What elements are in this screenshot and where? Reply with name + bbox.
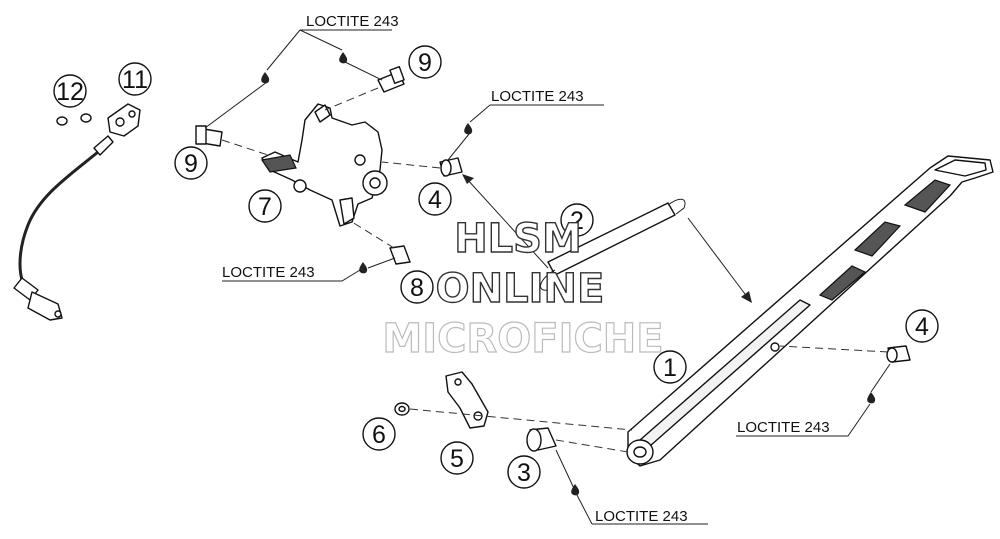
watermark-line-2: ONLINE — [436, 266, 605, 312]
svg-text:1: 1 — [663, 354, 677, 382]
arrow-head-down — [741, 291, 752, 303]
loctite-drop-2 — [261, 72, 270, 84]
svg-text:2: 2 — [570, 207, 584, 235]
part-number-3: 3 — [507, 455, 541, 489]
svg-text:7: 7 — [258, 193, 272, 221]
screw-9-right-line — [324, 87, 379, 111]
loctite-drop-4 — [359, 262, 368, 274]
svg-text:8: 8 — [410, 274, 424, 302]
drop-3-leader — [447, 133, 470, 161]
bolt-4-lower-line — [779, 345, 889, 353]
screw-6-line — [409, 408, 633, 431]
callout-3-leader — [222, 269, 361, 282]
svg-text:9: 9 — [184, 150, 198, 178]
bolt-part-4-upper — [439, 157, 463, 177]
part-number-4-lower: 4 — [905, 309, 939, 343]
loctite-label-4: LOCTITE 243 — [737, 419, 830, 436]
loctite-drop-1 — [339, 52, 348, 64]
watermark-line-1: HLSM — [454, 216, 582, 262]
bolt-part-4-lower — [886, 345, 911, 363]
bolt-part-8 — [389, 245, 411, 265]
screw-part-9-left — [195, 125, 223, 147]
part-number-7: 7 — [248, 189, 282, 223]
loctite-label-2: LOCTITE 243 — [491, 88, 584, 105]
spring-arrow-down — [687, 217, 749, 299]
part-number-6: 6 — [362, 417, 396, 451]
drop-4-leader — [367, 257, 396, 269]
stand-bracket-part — [260, 103, 388, 227]
loctite-drop-3 — [464, 123, 473, 135]
part-number-8: 8 — [400, 270, 434, 304]
svg-text:4: 4 — [428, 186, 442, 214]
svg-text:5: 5 — [450, 445, 464, 473]
part-number-11: 11 — [118, 62, 152, 96]
svg-text:3: 3 — [517, 459, 531, 487]
svg-text:9: 9 — [418, 49, 432, 77]
part-number-5: 5 — [440, 441, 474, 475]
bolt-4-upper-line — [381, 161, 441, 169]
screw-part-6 — [394, 402, 410, 416]
bolt-8-line — [351, 221, 395, 249]
callout-4-leader — [736, 403, 871, 437]
svg-text:4: 4 — [915, 313, 929, 341]
part-number-12: 12 — [53, 74, 87, 108]
loctite-drop-5 — [867, 392, 876, 404]
loctite-label-3: LOCTITE 243 — [222, 264, 315, 281]
part-number-4-upper: 4 — [418, 182, 452, 216]
drop-1-leader — [344, 61, 383, 81]
drop-2-leader — [204, 81, 268, 129]
loctite-label-5: LOCTITE 243 — [595, 508, 688, 525]
svg-text:6: 6 — [372, 421, 386, 449]
svg-text:12: 12 — [56, 78, 84, 106]
pin-part-3 — [526, 427, 557, 452]
drop-5-leader — [870, 363, 891, 393]
loctite-label-1: LOCTITE 243 — [306, 13, 399, 30]
screw-part-9-right — [377, 66, 405, 93]
side-stand-part — [626, 155, 994, 467]
part-number-2: 2 — [560, 203, 594, 237]
watermark-line-3: MICROFICHE — [382, 316, 663, 362]
screw-9-left-line — [221, 139, 269, 156]
plate-part-5 — [445, 371, 489, 429]
spring-arrow-up — [465, 177, 549, 269]
side-stand-sensor-part — [13, 103, 141, 321]
arrow-head-up — [462, 174, 474, 184]
part-number-9-left: 9 — [174, 146, 208, 180]
part-number-9-right: 9 — [408, 45, 442, 79]
callout-5-leader — [555, 449, 708, 525]
pin-3-line — [555, 439, 629, 453]
callout-1-leader — [266, 29, 392, 71]
callout-2-leader — [469, 104, 604, 123]
part-number-1: 1 — [653, 350, 687, 384]
spring-part — [540, 198, 686, 291]
svg-text:11: 11 — [122, 66, 148, 94]
screws-part-12 — [56, 113, 92, 126]
